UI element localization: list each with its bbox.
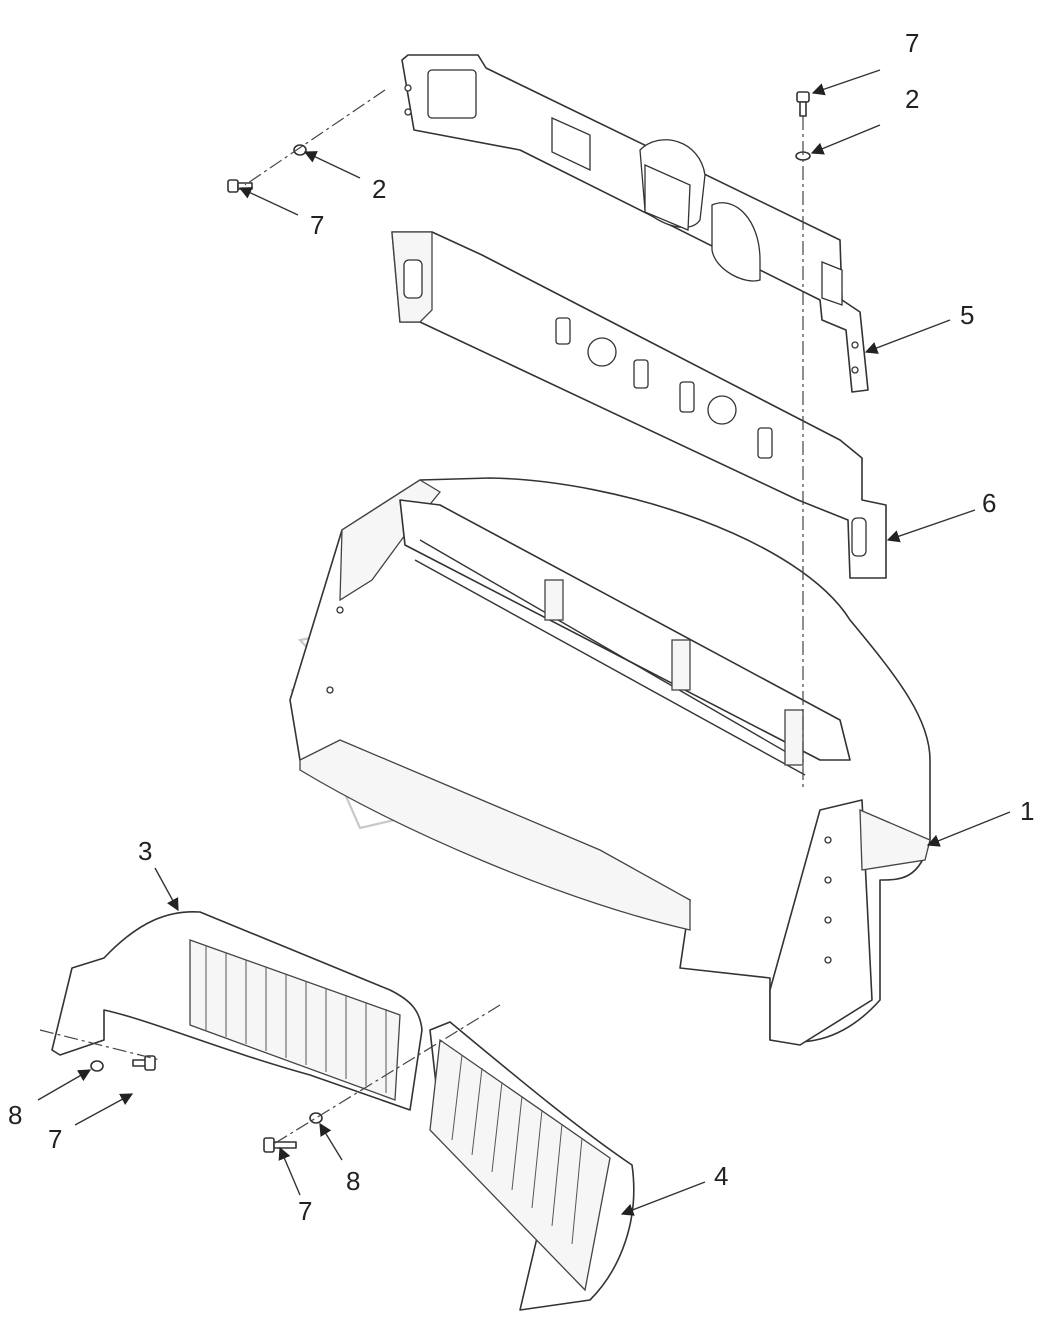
callout-bolt-top-right: 7	[905, 28, 919, 58]
part-1-front-weight-housing	[289, 477, 931, 1046]
part-3-left-step-panel	[51, 910, 423, 1111]
callout-bolt-bottom-mid: 7	[298, 1196, 312, 1226]
washer-bottom-left	[90, 1060, 104, 1072]
callout-part-3: 3	[138, 836, 152, 866]
callout-washer-bottom-mid: 8	[346, 1166, 360, 1196]
callout-bolt-bottom-left: 7	[48, 1124, 62, 1154]
bolt-bottom-mid	[263, 1137, 297, 1153]
callout-washer-bottom-left: 8	[8, 1100, 22, 1130]
callout-part-6: 6	[982, 488, 996, 518]
callout-labels: 7 2 2 7 5 6 1 3 4 8 7 8 7	[8, 28, 1034, 1226]
callout-washer-top-left: 2	[372, 174, 386, 204]
part-4-ribs	[451, 1054, 583, 1245]
part-4-right-step-panel	[429, 1021, 635, 1311]
leader-lines	[37, 69, 1011, 1216]
callout-washer-top-right: 2	[905, 84, 919, 114]
callout-bolt-top-left: 7	[310, 210, 324, 240]
callout-part-1: 1	[1020, 796, 1034, 826]
washer-bottom-mid	[309, 1112, 323, 1124]
callout-part-5: 5	[960, 300, 974, 330]
part-5-upper-bracket	[401, 54, 869, 393]
bolt-top-left	[227, 179, 253, 193]
part-6-lower-bracket	[391, 231, 887, 579]
washer-top-left	[293, 144, 307, 156]
part-3-ribs	[205, 946, 387, 1093]
assembly-center-lines	[39, 89, 804, 1146]
callout-part-4: 4	[714, 1161, 728, 1191]
bolt-top-right	[796, 91, 810, 117]
bolt-bottom-left	[132, 1055, 156, 1071]
